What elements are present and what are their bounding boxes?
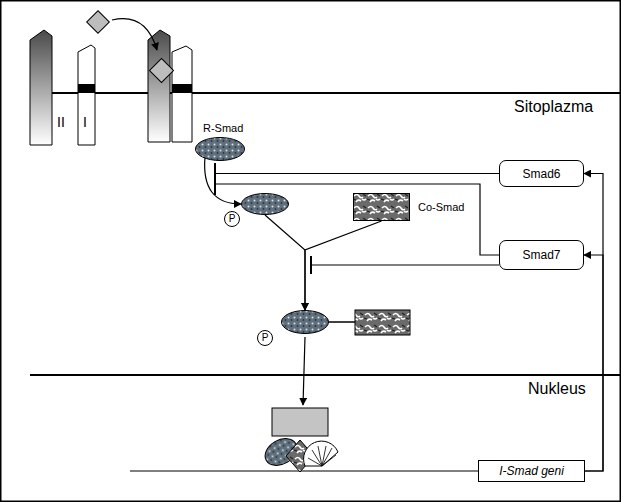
arrow-connector bbox=[584, 255, 603, 471]
receptor-type-ii bbox=[30, 30, 52, 145]
cofactor-box bbox=[272, 408, 328, 436]
i-smad-box: Smad6 bbox=[499, 160, 584, 187]
receptor-type-label: I bbox=[83, 114, 87, 130]
dna-strand bbox=[130, 470, 478, 471]
r-smad: R-Smad bbox=[195, 137, 245, 161]
node-label: Smad7 bbox=[522, 248, 560, 262]
compartment-label: Sitoplazma bbox=[514, 98, 593, 116]
phosphate-label: P bbox=[257, 330, 273, 346]
arrow-connector bbox=[205, 157, 241, 204]
transcription-factor bbox=[304, 441, 338, 466]
receptor-band bbox=[172, 84, 192, 93]
phospho-r-smad-outline bbox=[242, 194, 289, 215]
ligand bbox=[87, 11, 110, 34]
inhibition-bar bbox=[310, 256, 312, 274]
arrow-connector bbox=[305, 221, 382, 310]
phospho-r-smad: P bbox=[241, 193, 289, 215]
phospho-r-smad-shape bbox=[241, 193, 289, 215]
i-smad-box: Smad7 bbox=[499, 240, 584, 270]
co-smad: Co-Smad bbox=[353, 193, 410, 221]
co-smad-shape bbox=[353, 193, 410, 221]
bound-ligand bbox=[149, 58, 173, 82]
receptor-type-label: II bbox=[57, 114, 65, 130]
node-label: I-Smad geni bbox=[499, 464, 564, 478]
phosphate-label: P bbox=[224, 211, 240, 227]
inhibition-line bbox=[311, 264, 499, 265]
receptor-type-i bbox=[78, 45, 95, 145]
co-smad-outline bbox=[354, 194, 410, 221]
inhibition-connector bbox=[215, 173, 499, 174]
compartment-label: Nukleus bbox=[528, 380, 586, 398]
smad-complex-shape bbox=[281, 310, 329, 334]
inhibition-connector bbox=[215, 184, 499, 255]
smad-complex: P bbox=[281, 310, 329, 334]
nuclear-membrane bbox=[30, 374, 620, 376]
co-smad-in-complex bbox=[355, 310, 410, 335]
node-label: R-Smad bbox=[203, 122, 243, 134]
factor-hatching bbox=[308, 446, 336, 466]
r-smad-shape bbox=[195, 137, 245, 161]
receptor-type-ii bbox=[148, 30, 170, 142]
translocation-arrow bbox=[303, 337, 305, 405]
receptor-band bbox=[78, 84, 95, 93]
gene-box: I-Smad geni bbox=[478, 460, 585, 482]
r-smad-outline bbox=[196, 138, 245, 161]
arrow-connector bbox=[265, 215, 305, 310]
smad-complex-outline bbox=[282, 311, 329, 334]
receptor-type-i bbox=[172, 46, 192, 142]
cell-membrane bbox=[30, 92, 620, 94]
complex-link bbox=[329, 321, 355, 323]
arrow-connector bbox=[584, 174, 603, 472]
binding-arrow bbox=[112, 19, 157, 50]
node-label: Co-Smad bbox=[418, 201, 464, 213]
node-label: Smad6 bbox=[522, 167, 560, 181]
